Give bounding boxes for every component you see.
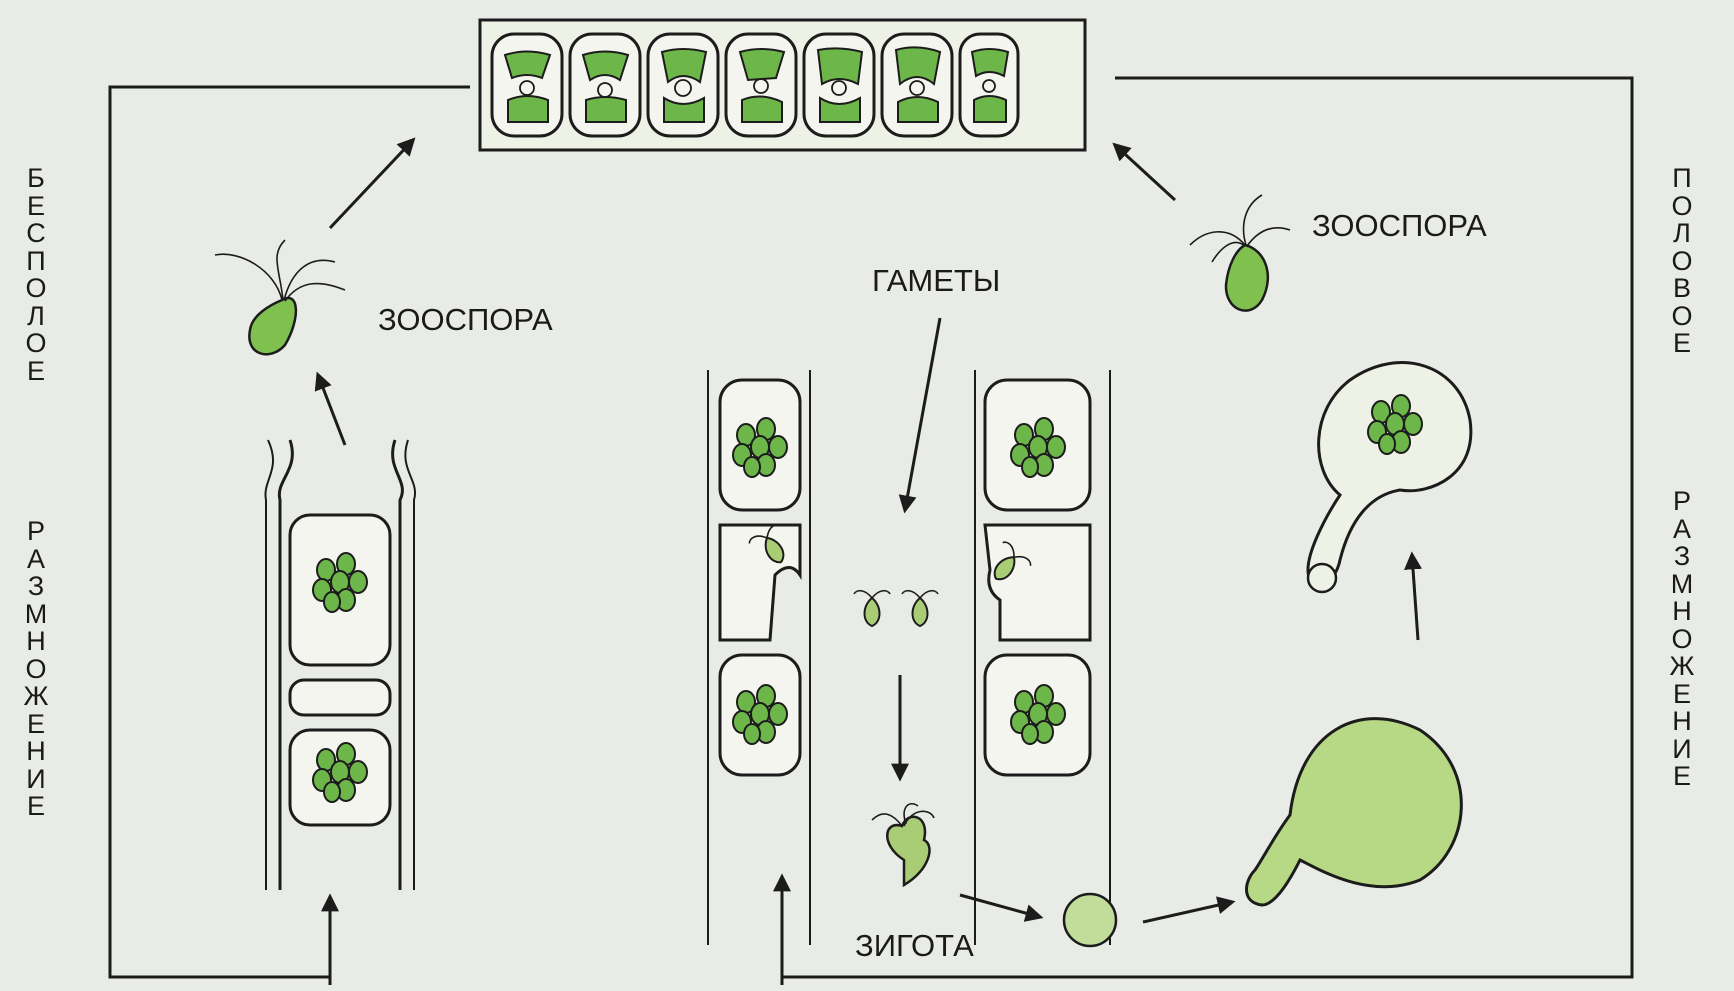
filament-middle-left <box>708 370 810 945</box>
label-zygote: ЗИГОТА <box>855 928 974 963</box>
side-label-asexual-2: Р А З М Н О Ж Е Н И Е <box>16 518 56 821</box>
zoosporangium <box>1308 363 1471 592</box>
zoospore-right-cell <box>1190 195 1290 311</box>
label-zoospore-left: ЗООСПОРА <box>378 302 553 337</box>
side-label-sexual-1: П О Л О В О Е <box>1662 165 1702 358</box>
label-gametes: ГАМЕТЫ <box>872 263 1000 298</box>
zygote-germinating <box>1246 719 1461 905</box>
gametes-free <box>854 591 938 626</box>
label-zoospore-right: ЗООСПОРА <box>1312 208 1487 243</box>
zygote-flagellate <box>872 804 934 885</box>
filament-top <box>480 20 1085 150</box>
filament-left <box>265 440 415 890</box>
zoospore-left-cell <box>215 240 345 354</box>
side-label-sexual-2: Р А З М Н О Ж Е Н И Е <box>1662 488 1702 791</box>
side-label-asexual-1: Б Е С П О Л О Е <box>16 165 56 385</box>
zygote-round <box>1064 894 1116 946</box>
filament-middle-right <box>975 370 1110 945</box>
